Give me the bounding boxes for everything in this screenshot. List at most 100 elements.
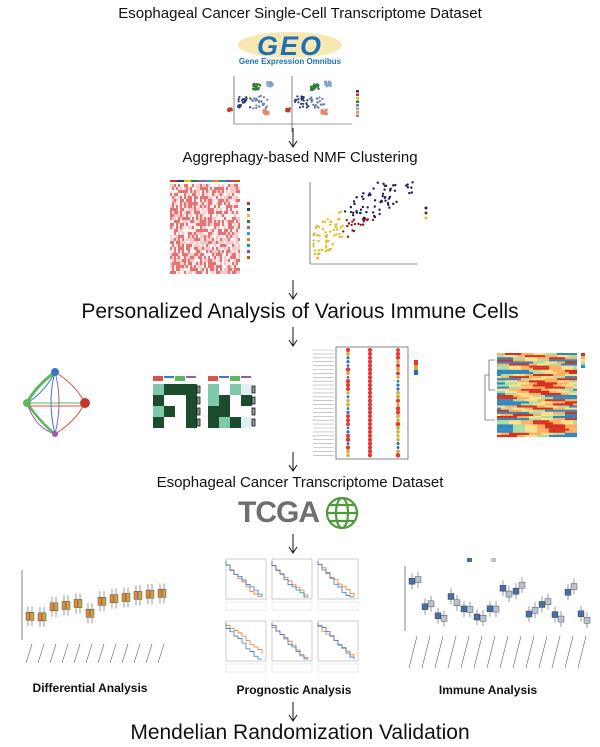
heat-cell — [228, 208, 230, 211]
cell-point — [257, 86, 260, 89]
heat-cell — [513, 399, 517, 402]
heat-cell — [222, 187, 224, 190]
heat-cell — [238, 262, 240, 265]
heat-cell — [234, 235, 236, 238]
heat-cell — [509, 382, 513, 385]
heat-cell — [216, 271, 218, 274]
heat-cell — [529, 359, 533, 362]
sample-point — [355, 196, 358, 199]
heat-cell — [234, 220, 236, 223]
heat-cell — [194, 208, 196, 211]
heat-cell — [521, 409, 525, 412]
heat-cell — [505, 432, 509, 435]
heat-cell — [529, 397, 533, 400]
heat-cell — [497, 401, 501, 404]
heat-cell — [569, 395, 573, 398]
heat-cell — [573, 353, 577, 356]
heat-cell — [192, 247, 194, 250]
annotation-bar — [233, 180, 240, 182]
box — [25, 612, 31, 621]
heat-cell — [188, 187, 190, 190]
cell-point — [315, 97, 318, 100]
heat-cell — [561, 380, 565, 383]
sample-point — [317, 239, 320, 243]
heat-cell — [529, 401, 533, 404]
heat-cell — [224, 271, 226, 274]
heat-cell — [224, 196, 226, 199]
sample-point — [347, 222, 351, 225]
heat-cell — [505, 424, 509, 427]
heat-cell — [174, 223, 176, 226]
heat-cell — [174, 196, 176, 199]
heat-cell — [198, 268, 200, 271]
row-bar — [251, 396, 256, 405]
sample-point — [324, 246, 328, 249]
legend-key — [414, 360, 418, 365]
heat-cell — [220, 253, 222, 256]
heat-cell — [224, 199, 226, 202]
heat-cell — [573, 367, 577, 370]
heat-cell — [212, 205, 214, 208]
heat-cell — [565, 390, 569, 393]
heat-cell — [212, 202, 214, 205]
arrow-down-icon — [287, 280, 299, 300]
heat-cell — [176, 220, 178, 223]
heat-cell — [236, 268, 238, 271]
heat-cell — [170, 205, 172, 208]
heat-cell — [565, 432, 569, 435]
annotation-bar — [226, 180, 233, 182]
dot — [346, 426, 350, 430]
heat-cell — [204, 244, 206, 247]
heat-cell — [561, 403, 565, 406]
sample-point — [357, 222, 360, 226]
heat-cell — [196, 184, 198, 187]
box — [97, 596, 103, 606]
heat-cell — [182, 217, 184, 220]
heat-cell — [222, 250, 224, 253]
heat-cell — [186, 193, 188, 196]
heat-cell — [164, 395, 175, 406]
heat-cell — [228, 193, 230, 196]
cell-point — [321, 103, 324, 106]
sample-point — [406, 186, 410, 189]
heat-cell — [537, 395, 541, 398]
heat-cell — [188, 247, 190, 250]
heat-cell — [228, 256, 230, 259]
heat-cell — [222, 235, 224, 238]
sample-point — [351, 211, 355, 214]
heat-cell — [190, 223, 192, 226]
heat-cell — [541, 371, 545, 375]
heat-cell — [222, 211, 224, 214]
heat-cell — [553, 428, 557, 431]
heat-cell — [176, 187, 178, 190]
heat-cell — [224, 265, 226, 268]
heat-cell — [180, 268, 182, 271]
risk-table — [317, 601, 359, 611]
heat-cell — [174, 250, 176, 253]
heat-cell — [537, 367, 541, 370]
survival-curve — [271, 623, 309, 659]
heat-cell — [529, 353, 533, 356]
heat-cell — [186, 202, 188, 205]
heat-cell — [184, 250, 186, 253]
heat-cell — [214, 241, 216, 244]
heat-cell — [228, 211, 230, 214]
heat-cell — [230, 244, 232, 247]
heat-cell — [549, 378, 553, 381]
heat-cell — [557, 353, 561, 356]
heat-cell — [226, 202, 228, 205]
heat-cell — [549, 365, 553, 368]
heat-cell — [505, 405, 509, 408]
heat-cell — [232, 256, 234, 259]
heat-cell — [196, 190, 198, 193]
heat-cell — [218, 247, 220, 250]
heat-cell — [210, 199, 212, 202]
heat-cell — [198, 262, 200, 265]
heat-cell — [224, 226, 226, 229]
cell-point — [302, 96, 305, 99]
heat-cell — [236, 250, 238, 253]
heat-cell — [192, 256, 194, 259]
heat-cell — [216, 220, 218, 223]
heat-cell — [192, 250, 194, 253]
heat-cell — [236, 232, 238, 235]
